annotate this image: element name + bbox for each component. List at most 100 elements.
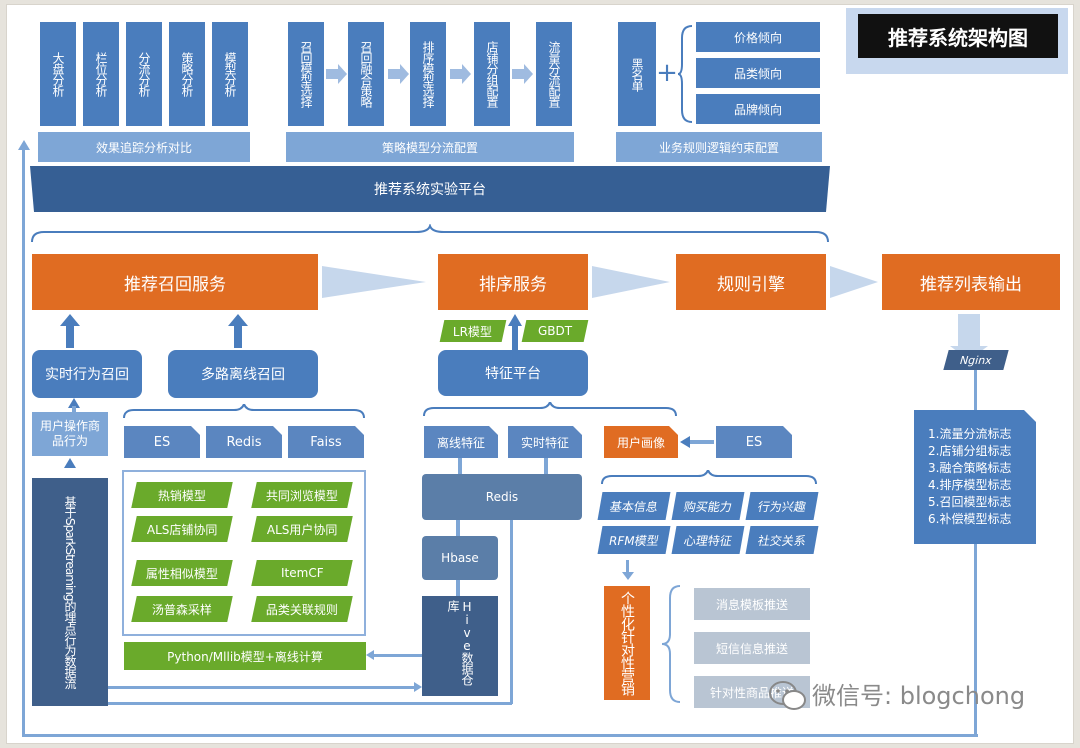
line-redis-features-2	[544, 458, 548, 474]
line-redis-up	[510, 520, 513, 704]
flag-5: 5.召回模型标志	[928, 495, 1012, 509]
stream-box	[32, 478, 108, 706]
model-hot: 热销模型	[131, 482, 233, 508]
rule-engine: 规则引擎	[676, 254, 826, 310]
top-item-8: 排序模型选择	[410, 22, 446, 126]
tag-social: 社交关系	[745, 526, 819, 554]
line-bottom-loop	[22, 734, 978, 737]
arrow-es-profile	[680, 436, 690, 448]
line-stream-redis	[108, 702, 512, 705]
group2-footer: 策略模型分流配置	[286, 132, 574, 162]
tendency-brand: 品牌倾向	[696, 94, 820, 124]
line-tags-marketing	[626, 560, 629, 574]
line-stream-hive	[108, 686, 416, 689]
arrow-feature-rank	[508, 314, 522, 326]
arrow-rule-output	[830, 266, 878, 298]
output-flags-box: 1.流量分流标志 2.店铺分组标志 3.融合策略标志 4.排序模型标志 5.召回…	[914, 410, 1036, 544]
arrow-stream-hive	[414, 682, 422, 692]
brace-icon	[677, 25, 693, 123]
arrow-tags-marketing	[622, 572, 634, 580]
push-template: 消息模板推送	[694, 588, 810, 620]
push-sms: 短信信息推送	[694, 632, 810, 664]
recall-service: 推荐召回服务	[32, 254, 318, 310]
tendency-price: 价格倾向	[696, 22, 820, 52]
top-item-10: 流量分流配置	[536, 22, 572, 126]
model-als-store: ALS店铺协同	[131, 516, 233, 542]
wechat-icon	[768, 680, 808, 712]
hive-box	[422, 596, 498, 696]
recall-up-arrows	[60, 314, 248, 348]
line-nginx-flags	[974, 370, 977, 410]
tag-psych: 心理特征	[671, 526, 745, 554]
user-profile-tab: 用户画像	[604, 426, 678, 458]
model-gbdt: GBDT	[521, 320, 589, 342]
arrow-stream-ops	[64, 458, 76, 468]
line-ops-realtime	[72, 406, 76, 412]
model-cobrowse: 共同浏览模型	[251, 482, 353, 508]
tag-purchase: 购买能力	[671, 492, 745, 520]
experiment-platform: 推荐系统实验平台	[374, 182, 486, 198]
model-frame	[122, 470, 366, 636]
platform-shape	[30, 166, 830, 212]
profile-brace	[601, 470, 817, 485]
model-als-user: ALS用户协同	[251, 516, 353, 542]
feature-brace	[423, 402, 677, 417]
feature-platform: 特征平台	[438, 350, 588, 396]
flag-2: 2.店铺分组标志	[928, 444, 1012, 458]
profile-es: ES	[716, 426, 792, 458]
offline-compute: Python/Mllib模型+离线计算	[124, 642, 366, 670]
group2-arrows	[326, 64, 533, 84]
top-item-9: 店铺分组配置	[474, 22, 510, 126]
model-category-rules: 品类关联规则	[251, 596, 353, 622]
model-lr: LR模型	[439, 320, 507, 342]
stream-label: 基于SparkStreaming的埋点行为数据流	[63, 495, 77, 689]
flag-6: 6.补偿模型标志	[928, 512, 1012, 526]
top-item-7: 召回融合策略	[348, 22, 384, 126]
redis-box: Redis	[422, 474, 582, 520]
tag-basic: 基本信息	[597, 492, 671, 520]
model-thompson: 汤普森采样	[131, 596, 233, 622]
blacklist-box: 黑名单	[618, 22, 656, 126]
tag-rfm: RFM模型	[597, 526, 671, 554]
store-es: ES	[124, 426, 200, 458]
diagram-title: 推荐系统架构图	[858, 14, 1058, 58]
model-itemcf: ItemCF	[251, 560, 353, 586]
line-feature-rank	[512, 324, 518, 350]
flags-fold	[1024, 410, 1036, 422]
top-item-2: 栏位分析	[83, 22, 119, 126]
nginx-tag: Nginx	[943, 350, 1009, 370]
store-faiss: Faiss	[288, 426, 364, 458]
arrow-output-nginx	[958, 314, 980, 354]
hive-label: Hive数据仓库	[446, 600, 474, 685]
flag-4: 4.排序模型标志	[928, 478, 1012, 492]
group3-footer: 业务规则逻辑约束配置	[616, 132, 822, 162]
line-redis-features	[458, 458, 462, 474]
offline-brace	[123, 404, 365, 419]
model-attr-sim: 属性相似模型	[131, 560, 233, 586]
tag-interest: 行为兴趣	[745, 492, 819, 520]
store-redis: Redis	[206, 426, 282, 458]
hbase-box: Hbase	[422, 536, 498, 580]
line-hive-compute	[372, 654, 422, 657]
marketing-box: 个性化针对性营销	[604, 586, 650, 700]
arrow-recall-rank	[322, 266, 426, 298]
plus-icon: +	[656, 58, 678, 88]
realtime-feature: 实时特征	[508, 426, 582, 458]
list-output: 推荐列表输出	[882, 254, 1060, 310]
marketing-brace	[661, 585, 681, 703]
offline-recall: 多路离线召回	[168, 350, 318, 398]
ranking-service: 排序服务	[438, 254, 588, 310]
line-hive-hbase	[456, 580, 460, 596]
realtime-recall: 实时行为召回	[32, 350, 142, 398]
top-item-6: 召回模型选择	[288, 22, 324, 126]
top-item-5: 模型分析	[212, 22, 248, 126]
watermark: 微信号: blogchong	[812, 682, 1026, 710]
line-left-loop	[22, 146, 25, 736]
top-item-4: 策略分析	[169, 22, 205, 126]
arrow-left-loop	[18, 140, 30, 150]
flag-3: 3.融合策略标志	[928, 461, 1012, 475]
group1-footer: 效果追踪分析对比	[38, 132, 250, 162]
line-es-profile	[690, 440, 714, 444]
offline-feature: 离线特征	[424, 426, 498, 458]
arrow-hive-compute	[366, 650, 374, 660]
